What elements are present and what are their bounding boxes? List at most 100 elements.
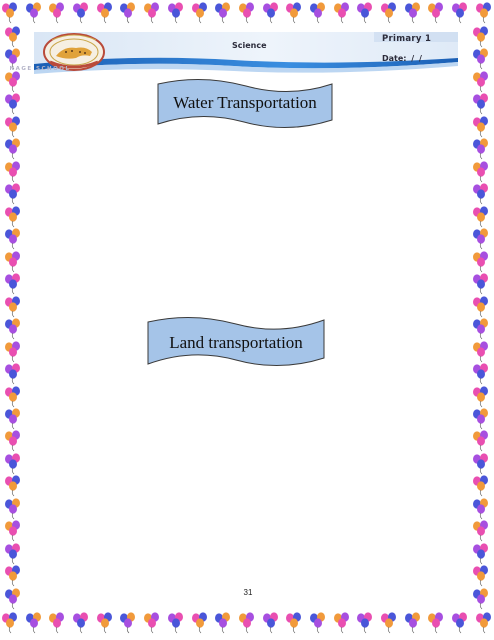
balloon-icon (473, 251, 488, 272)
balloon-icon (5, 340, 20, 362)
page-number: 31 (243, 588, 253, 597)
balloon-icon (2, 2, 17, 24)
balloon-icon (5, 296, 20, 317)
balloon-icon (286, 2, 302, 24)
balloon-icon (5, 116, 20, 138)
balloon-icon (473, 296, 488, 317)
balloon-icon (262, 612, 278, 634)
balloon-icon (191, 2, 207, 24)
balloon-icon (5, 183, 20, 205)
balloon-icon (473, 385, 488, 407)
balloon-icon (473, 161, 488, 183)
subject-title: Science (232, 41, 267, 50)
balloon-icon (5, 385, 20, 407)
balloon-icon (96, 612, 112, 634)
balloon-icon (144, 612, 160, 634)
balloon-icon (73, 612, 89, 634)
balloon-icon (475, 2, 491, 24)
wave-banner-shape (157, 79, 333, 128)
water-transportation-heading: Water Transportation (173, 93, 317, 112)
balloon-icon (167, 612, 183, 634)
balloon-icon (473, 340, 488, 362)
balloon-icon (473, 565, 488, 587)
balloon-icon (5, 588, 20, 609)
balloon-icon (5, 273, 20, 295)
balloon-icon (381, 2, 396, 24)
balloon-icon (5, 453, 20, 475)
worksheet-header (34, 30, 458, 76)
balloon-icon (5, 206, 20, 227)
balloon-icon (191, 612, 207, 634)
water-transportation-banner: Water Transportation (156, 78, 334, 130)
balloon-border-top (0, 2, 494, 24)
balloon-icon (473, 408, 488, 430)
balloon-icon (96, 2, 112, 24)
balloon-icon (262, 2, 278, 24)
balloon-border-bottom (0, 612, 494, 634)
balloon-icon (73, 2, 89, 24)
balloon-icon (25, 612, 41, 634)
balloon-border-left (2, 26, 24, 610)
school-crest-leopard-icon (43, 33, 105, 71)
balloon-icon (5, 93, 20, 115)
balloon-icon (473, 520, 488, 542)
balloon-icon (5, 48, 20, 70)
balloon-icon (5, 161, 20, 183)
balloon-icon (428, 2, 444, 24)
balloon-icon (404, 2, 420, 24)
balloon-icon (5, 430, 20, 452)
balloon-icon (473, 93, 488, 115)
balloon-icon (473, 26, 488, 48)
balloon-icon (120, 612, 136, 634)
balloon-icon (452, 612, 468, 634)
balloon-icon (215, 612, 231, 634)
balloon-icon (5, 475, 20, 497)
balloon-icon (5, 543, 20, 564)
balloon-icon (309, 612, 325, 634)
balloon-icon (333, 612, 349, 634)
balloon-icon (357, 2, 373, 24)
balloon-icon (5, 71, 20, 93)
balloon-icon (473, 475, 488, 497)
balloon-icon (238, 2, 254, 24)
balloon-icon (473, 206, 488, 227)
date-field: Date: / / (382, 54, 422, 63)
balloon-icon (5, 251, 20, 272)
balloon-icon (381, 612, 396, 634)
balloon-icon (473, 318, 488, 340)
wave-banner-shape (147, 317, 325, 366)
balloon-icon (5, 498, 20, 520)
balloon-icon (215, 2, 231, 24)
balloon-icon (167, 2, 183, 24)
balloon-icon (473, 183, 488, 205)
header-band (34, 32, 458, 74)
balloon-border-right (470, 26, 492, 610)
balloon-icon (120, 2, 136, 24)
balloon-icon (5, 228, 20, 250)
balloon-icon (473, 71, 488, 93)
balloon-icon (5, 26, 20, 48)
balloon-icon (49, 2, 65, 24)
balloon-icon (475, 612, 491, 634)
land-transportation-heading: Land transportation (169, 333, 303, 352)
school-name-caption: NAGE SCHOOL (9, 66, 71, 72)
balloon-icon (357, 612, 373, 634)
balloon-icon (473, 228, 488, 250)
balloon-icon (5, 363, 20, 385)
balloon-icon (473, 430, 488, 452)
balloon-icon (473, 138, 488, 160)
balloon-icon (49, 612, 65, 634)
balloon-icon (428, 612, 444, 634)
balloon-icon (333, 2, 349, 24)
balloon-icon (5, 138, 20, 160)
balloon-icon (5, 408, 20, 430)
balloon-icon (5, 520, 20, 542)
balloon-icon (25, 2, 41, 24)
balloon-icon (404, 612, 420, 634)
balloon-icon (238, 612, 254, 634)
balloon-icon (144, 2, 160, 24)
balloon-icon (473, 453, 488, 475)
balloon-icon (473, 48, 488, 70)
balloon-icon (473, 543, 488, 564)
